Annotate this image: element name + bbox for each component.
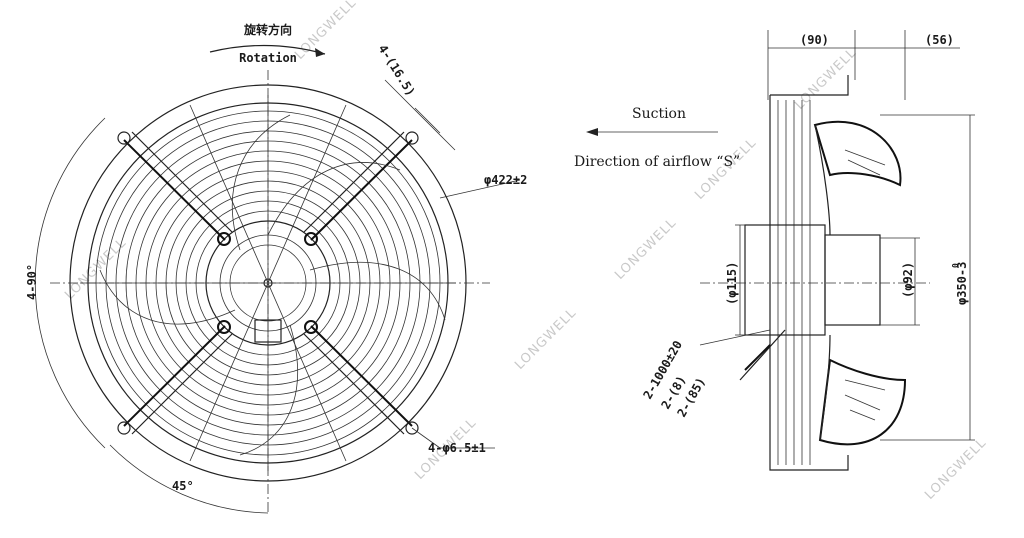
watermark: LONGWELL [512,305,579,372]
cable [739,329,786,381]
slot-dimension: 4-(16.5) [375,42,418,98]
watermark: LONGWELL [612,215,679,282]
guard-frame [769,95,849,471]
watermark: LONGWELL [922,435,989,502]
fan-blades [99,114,446,456]
blade-bottom [818,358,907,446]
holes-label: 4-φ6.5±1 [428,441,486,455]
diameter-label: φ422±2 [484,173,527,187]
angle-90-label: 4-90° [25,264,39,300]
dim-115: (φ115) [725,262,739,305]
dim-56: (56) [925,33,954,47]
motor-housing [744,224,826,336]
watermarks: LONGWELL LONGWELL LONGWELL LONGWELL LONG… [62,0,989,503]
motor-hub [824,234,881,326]
watermark: LONGWELL [292,0,359,63]
dim-90: (90) [800,33,829,47]
angle-45-label: 45° [172,479,194,493]
suction-label: Suction [632,106,686,122]
rotation-cn-label: 旋转方向 [243,22,292,37]
diameter-leader [439,179,521,199]
blade-top [813,120,902,187]
front-view: 旋转方向 Rotation 4-(16.5) φ422±2 4-90° 45° … [25,22,527,515]
dim-350-tolerance: 0 [951,263,960,268]
guard-wires [777,100,811,465]
mounting-arms [117,131,419,435]
rotation-en-label: Rotation [239,51,297,65]
rotation-arrow [209,44,326,55]
angle-45-arc [109,444,269,514]
airflow-label: Direction of airflow “S” [574,154,740,170]
dim-92: (φ92) [901,262,915,298]
angle-90-arc [34,117,106,449]
dim-350: φ350-3 [955,262,969,305]
